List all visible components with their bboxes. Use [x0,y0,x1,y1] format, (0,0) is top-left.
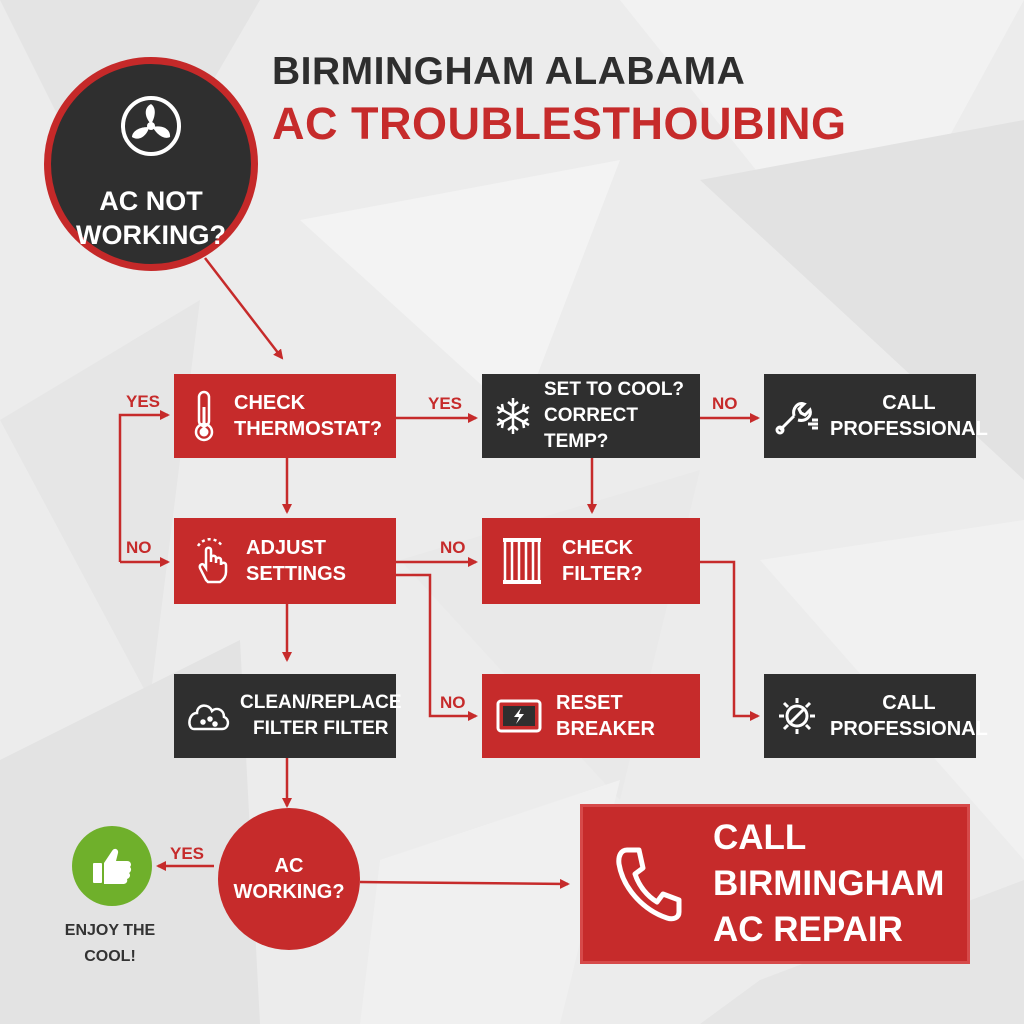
fan-icon [121,96,181,156]
call-professional-label-1: CALL PROFESSIONAL [830,392,988,440]
cloud-icon [174,699,240,733]
check-filter-node: CHECK FILTER? [482,518,700,604]
start-node: AC NOT WORKING? [44,57,258,271]
adjust-settings-label: ADJUST SETTINGS [246,537,347,585]
call-professional-label-2: CALL PROFESSIONAL [830,692,988,740]
edge-label-yes-bottom: YES [170,844,205,863]
edge-label-no-low: NO [440,693,466,712]
edge-label-yes-mid: YES [428,394,463,413]
start-label: AC NOT WORKING? [76,186,226,250]
title-line-1: BIRMINGHAM ALABAMA [272,50,746,93]
enjoy-node [72,826,152,906]
edge-label-no-top: NO [712,394,738,413]
call-birmingham-ac-repair-button[interactable]: CALL BIRMINGHAM AC REPAIR [580,804,970,964]
clean-replace-filter-node: CLEAN/REPLACE FILTER FILTER [174,674,402,758]
edge-label-yes-left: YES [126,392,161,411]
reset-breaker-node: RESET BREAKER [482,674,700,758]
call-professional-node-2: CALL PROFESSIONAL [764,674,988,758]
set-to-cool-node: SET TO COOL? CORRECT TEMP? [482,374,700,458]
edge-label-no-left: NO [126,538,152,557]
thermometer-icon [174,389,234,443]
hand-pointer-icon [174,536,246,586]
adjust-settings-node: ADJUST SETTINGS [174,518,396,604]
thumbs-up-icon [93,848,132,884]
final-cta-label: CALL BIRMINGHAM AC REPAIR [713,818,945,949]
title-line-2: AC TROUBLESTHOUBING [272,98,847,149]
breaker-icon [482,699,556,733]
enjoy-label: ENJOY THE COOL! [64,922,156,965]
clean-replace-filter-label: CLEAN/REPLACE FILTER FILTER [240,692,402,739]
phone-icon [613,844,683,924]
reset-breaker-label: RESET BREAKER [556,692,655,740]
check-filter-label: CHECK FILTER? [562,537,643,585]
edge-label-no-mid: NO [440,538,466,557]
ac-working-node: AC WORKING? [218,808,360,950]
filter-icon [482,536,562,586]
set-to-cool-label: SET TO COOL? CORRECT TEMP? [544,379,685,452]
check-thermostat-node: CHECK THERMOSTAT? [174,374,396,458]
check-thermostat-label: CHECK THERMOSTAT? [234,392,383,440]
call-professional-node-1: CALL PROFESSIONAL [764,374,988,458]
snowflake-icon [482,396,544,436]
wrench-icon [764,396,830,436]
gear-wrench-icon [764,694,830,738]
